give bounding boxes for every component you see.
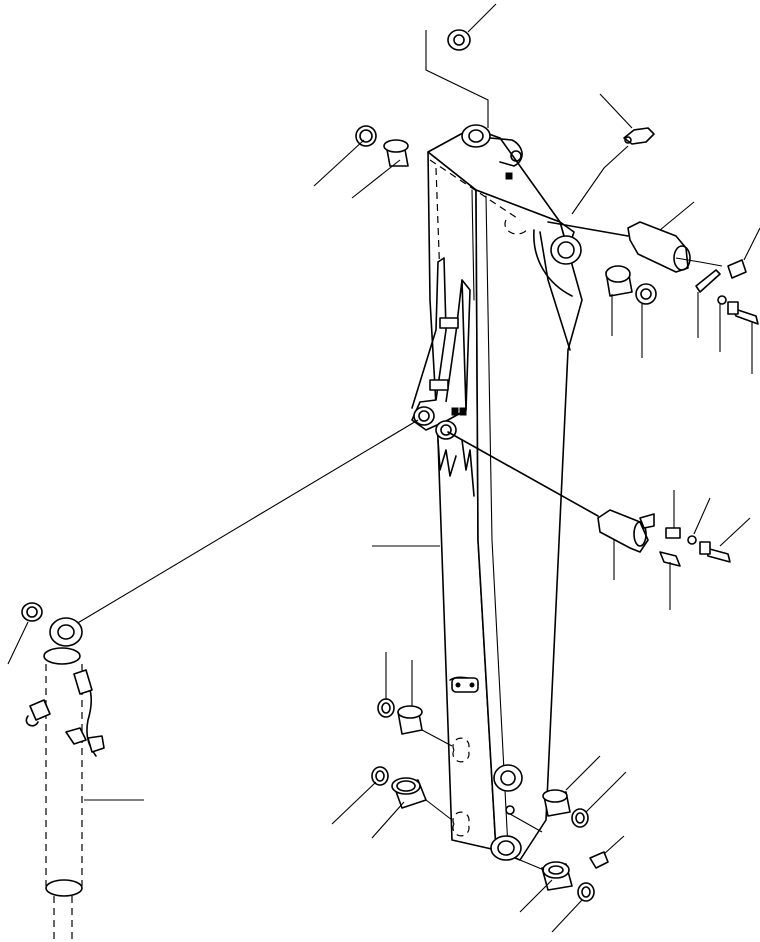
leader-seal-lower-left-2 [331,781,377,825]
cylinder-pin-assembly [447,431,731,567]
leader-bolt-mid [719,517,751,547]
seal-ring-lower-left-1 [377,698,395,718]
lower-pin-parts [371,698,609,902]
grease-nipple-top-right [727,259,747,279]
arm-link-boss [493,764,523,792]
leader-bushing-lower-right-2 [519,879,553,913]
cylinder-bottom [45,879,83,897]
arm-top-grease-nipple [505,172,513,180]
seal-ring-top-left [355,125,377,147]
cylinder-pin-stopper [639,513,655,529]
callout-leaders [7,93,760,933]
leader-bushing-top-left [351,159,401,199]
cylinder-fitting-left [29,699,51,721]
leader-washer-mid [693,497,711,535]
arm-reinforcement-curve [539,231,571,351]
arm-cylinder [21,419,419,942]
grease-fitting-top [623,127,655,145]
spacer-mid [665,527,681,539]
leader-seal-top-left [313,139,365,187]
leader-bushing-lower-left-2 [371,801,405,839]
cylinder-shim [21,602,43,622]
leader-bushing-lower-right-1 [565,755,601,791]
grease-nipple-mid [659,551,681,567]
cylinder-head [43,647,81,665]
leader-seal-lower-right-1 [585,771,627,813]
grease-fitting-lower [589,851,609,869]
washer-mid [687,535,697,545]
cylinder-to-arm-line [75,419,419,625]
arm-body [411,124,583,861]
lock-plate-top [695,269,721,293]
seal-ring-lower-right-1 [571,808,589,828]
leader-cylinder-shim [7,621,29,665]
seal-ring-lower-right-2 [577,882,595,902]
arm-lower-plate [451,677,479,693]
arm-top-boss [461,124,491,148]
seal-ring-lower-left-2 [371,766,389,786]
cylinder-fitting-right [87,735,105,753]
washer-top [717,295,727,305]
arm-bucket-boss [490,835,522,861]
top-shim-callout [425,3,497,128]
arm-boom-pin-assembly [355,125,759,325]
callout-leader-1 [467,3,497,33]
cylinder-rod-end [49,617,83,647]
callout-leader-bracket [425,30,489,128]
leader-pin-top [659,201,695,231]
leader-seal-lower-right-2 [551,899,583,933]
seal-ring-top-right [635,283,657,305]
leader-nipple-top-right [743,227,760,261]
arm-cylinder-pin-hole [413,406,435,426]
arm-boom-pin-boss [550,235,582,265]
leader-grease-top [599,93,633,129]
top-shim [447,29,471,51]
leader-grease-lower [603,835,625,855]
arm-boom-pin [627,221,689,273]
